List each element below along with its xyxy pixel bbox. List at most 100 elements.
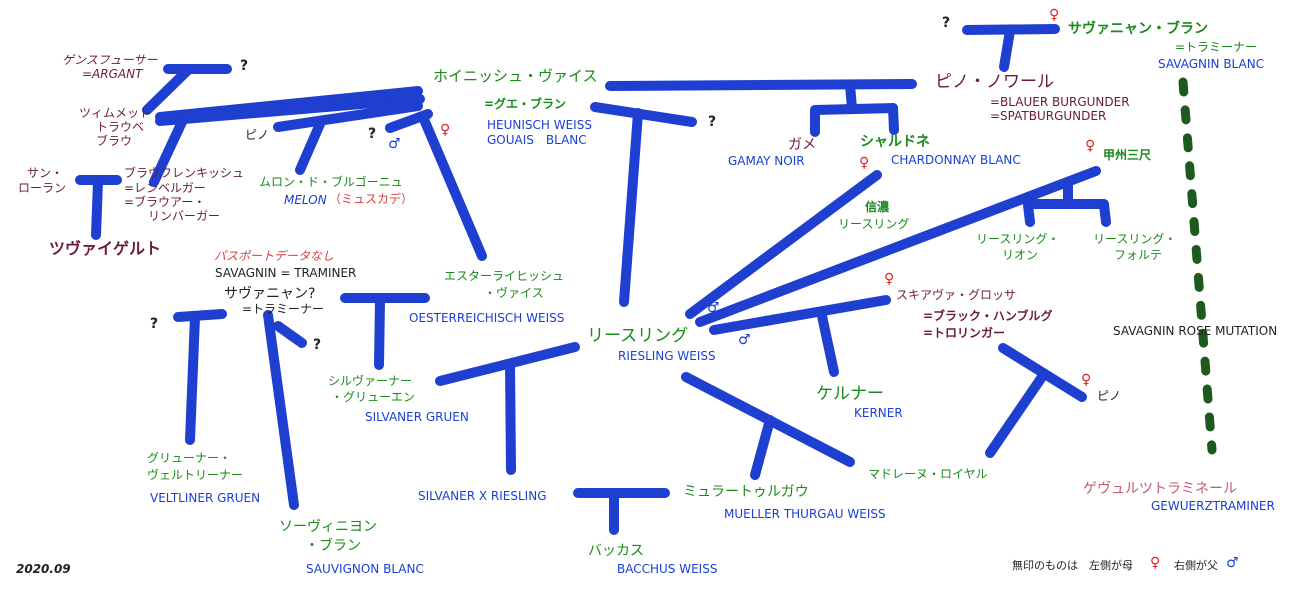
melon-en: MELON	[284, 193, 327, 207]
tzim-name-1: ツィムメット	[79, 106, 152, 120]
pinotnoir-parents-stem	[999, 26, 1015, 72]
heunisch-parent-bar	[590, 102, 697, 127]
pinotnoir-unknown-mark: ?	[942, 15, 951, 31]
sauv-en: SAUVIGNON BLANC	[306, 562, 424, 576]
madeleine-name: マドレーヌ・ロイヤル	[868, 467, 988, 481]
forte-drop	[1099, 200, 1111, 227]
estra-en: OESTERREICHISCH WEISS	[409, 311, 565, 325]
savblanc-female-symbol: ♀	[1049, 7, 1060, 23]
blau-name-1: ブラウフレンキッシュ	[124, 166, 245, 180]
zweigelt-name: ツヴァイゲルト	[49, 239, 162, 258]
riesling-male-symbol-1: ♂	[707, 300, 720, 316]
gruner-en: VELTLINER GRUEN	[150, 491, 261, 505]
pinot-label-left: ピノ	[245, 128, 270, 142]
no-passport-note: パスポートデータなし	[214, 249, 335, 263]
schiava-name-1: スキアヴァ・グロッサ	[896, 288, 1017, 302]
tzim-name-2: トラウベ	[96, 120, 145, 134]
savagnin-blanc-alias: =トラミーナー	[1175, 40, 1258, 54]
shinano-name-1: 信濃	[865, 200, 890, 214]
silvaner-x-riesling: SILVANER X RIESLING	[418, 489, 547, 503]
heunisch-line-2	[155, 94, 425, 126]
heunisch-name: ホイニッシュ・ヴァイス	[433, 67, 598, 85]
forte-name-2: フォルテ	[1114, 248, 1163, 262]
gans-unknown-mark: ?	[240, 58, 249, 74]
gruner-name-1: グリューナー・	[147, 451, 232, 465]
zweigelt-stem	[91, 176, 103, 240]
estra-female-symbol: ♀	[440, 122, 451, 138]
sauv-stem	[263, 310, 299, 510]
sauv-name-1: ソーヴィニヨン	[279, 519, 377, 535]
pinot-heunisch-bar	[605, 79, 917, 91]
melon-name: ムロン・ド・ブルゴーニュ	[259, 175, 403, 189]
chard-drop	[888, 103, 899, 135]
pinot-noir-name: ピノ・ノワール	[935, 72, 1054, 92]
silvaner-stem	[374, 295, 385, 370]
gruner-unknown-mark: ?	[150, 316, 159, 332]
rion-drop	[1023, 200, 1035, 227]
kerner-stem	[817, 311, 839, 377]
koshu-female-symbol: ♀	[1085, 138, 1096, 154]
gamay-en: GAMAY NOIR	[728, 154, 805, 168]
heunisch-en-1: HEUNISCH WEISS	[487, 118, 592, 132]
gans-name: ゲンスフューサー	[62, 53, 158, 67]
legend-female-symbol: ♀	[1150, 555, 1161, 571]
shinano-name-2: リースリング	[838, 217, 910, 231]
riesling-male-symbol-2: ♂	[738, 332, 751, 348]
heunisch-alias: =グエ・ブラン	[484, 97, 567, 111]
melon-alias: （ミュスカデ）	[329, 192, 414, 206]
chardonnay-en: CHARDONNAY BLANC	[891, 153, 1021, 167]
rose-mutation-label: SAVAGNIN ROSE MUTATION	[1113, 324, 1278, 338]
shinano-female-symbol: ♀	[859, 155, 870, 171]
rion-name-2: リオン	[1002, 248, 1039, 262]
blau-name-2: =レンベルガー	[124, 181, 206, 195]
silvx-stem	[505, 359, 516, 475]
silvaner-en: SILVANER GRUEN	[365, 410, 469, 424]
pinot-label-right: ピノ	[1097, 389, 1122, 403]
schiava-name-2: =ブラック・ハンブルグ	[923, 309, 1053, 323]
legend-male-symbol: ♂	[1226, 555, 1239, 571]
estra-name-2: ・ヴァイス	[484, 286, 544, 300]
rion-name-1: リースリング・	[976, 232, 1060, 246]
schiava-name-3: =トロリンガー	[923, 326, 1006, 340]
muller-en: MUELLER THURGAU WEISS	[724, 507, 886, 521]
gamay-name: ガメ	[788, 137, 816, 153]
sauv-name-2: ・ブラン	[305, 538, 361, 554]
heunisch-unknown-mark: ?	[708, 114, 717, 130]
pinot-noir-alias-2: =SPATBURGUNDER	[990, 109, 1107, 123]
melon-stem	[295, 119, 325, 175]
savagnin-traminer-note: SAVAGNIN = TRAMINER	[215, 266, 357, 280]
shinano-line	[685, 170, 882, 319]
savagnin-name: サヴァニャン?	[224, 286, 316, 302]
melon-unknown-mark: ?	[368, 126, 377, 142]
gruner-stem	[185, 312, 200, 445]
silvaner-name-2: ・グリューエン	[331, 390, 416, 404]
forte-name-1: リースリング・	[1093, 232, 1177, 246]
gruner-parent-bar	[173, 309, 227, 322]
savagnin-blanc-en: SAVAGNIN BLANC	[1158, 57, 1265, 71]
estra-name-1: エスターライヒッシュ	[444, 269, 565, 283]
sauv-unknown-mark: ?	[313, 337, 322, 353]
kerner-en: KERNER	[854, 406, 903, 420]
rose-mutation-line	[1178, 77, 1217, 455]
savagnin-blanc-name: サヴァニャン・ブラン	[1068, 21, 1208, 37]
gruner-name-2: ヴェルトリーナー	[147, 468, 244, 482]
blau-name-3: =ブラウアー・	[124, 195, 206, 209]
kerner-name: ケルナー	[816, 384, 884, 404]
gamay-chard-bar	[810, 103, 898, 115]
estra-stem	[418, 112, 487, 261]
madeleine-female-symbol: ♀	[1081, 372, 1092, 388]
bacchus-en: BACCHUS WEISS	[617, 562, 718, 576]
muller-name: ミュラートゥルガウ	[683, 484, 809, 500]
pinot-noir-alias-1: =BLAUER BURGUNDER	[990, 95, 1130, 109]
stlaurent-name-2: ローラン	[18, 181, 67, 195]
sauv-father-tick	[273, 321, 307, 348]
gewurz-en: GEWUERZTRAMINER	[1151, 499, 1275, 513]
gans-stem	[142, 65, 193, 115]
schiava-riesling-bar	[709, 295, 891, 335]
gewurz-name: ゲヴュルツトラミネール	[1083, 481, 1237, 497]
tzim-name-3: ブラウ	[96, 134, 133, 148]
chardonnay-name: シャルドネ	[860, 134, 930, 150]
muller-stem	[750, 415, 775, 480]
blau-name-4: リンバーガー	[148, 209, 221, 223]
